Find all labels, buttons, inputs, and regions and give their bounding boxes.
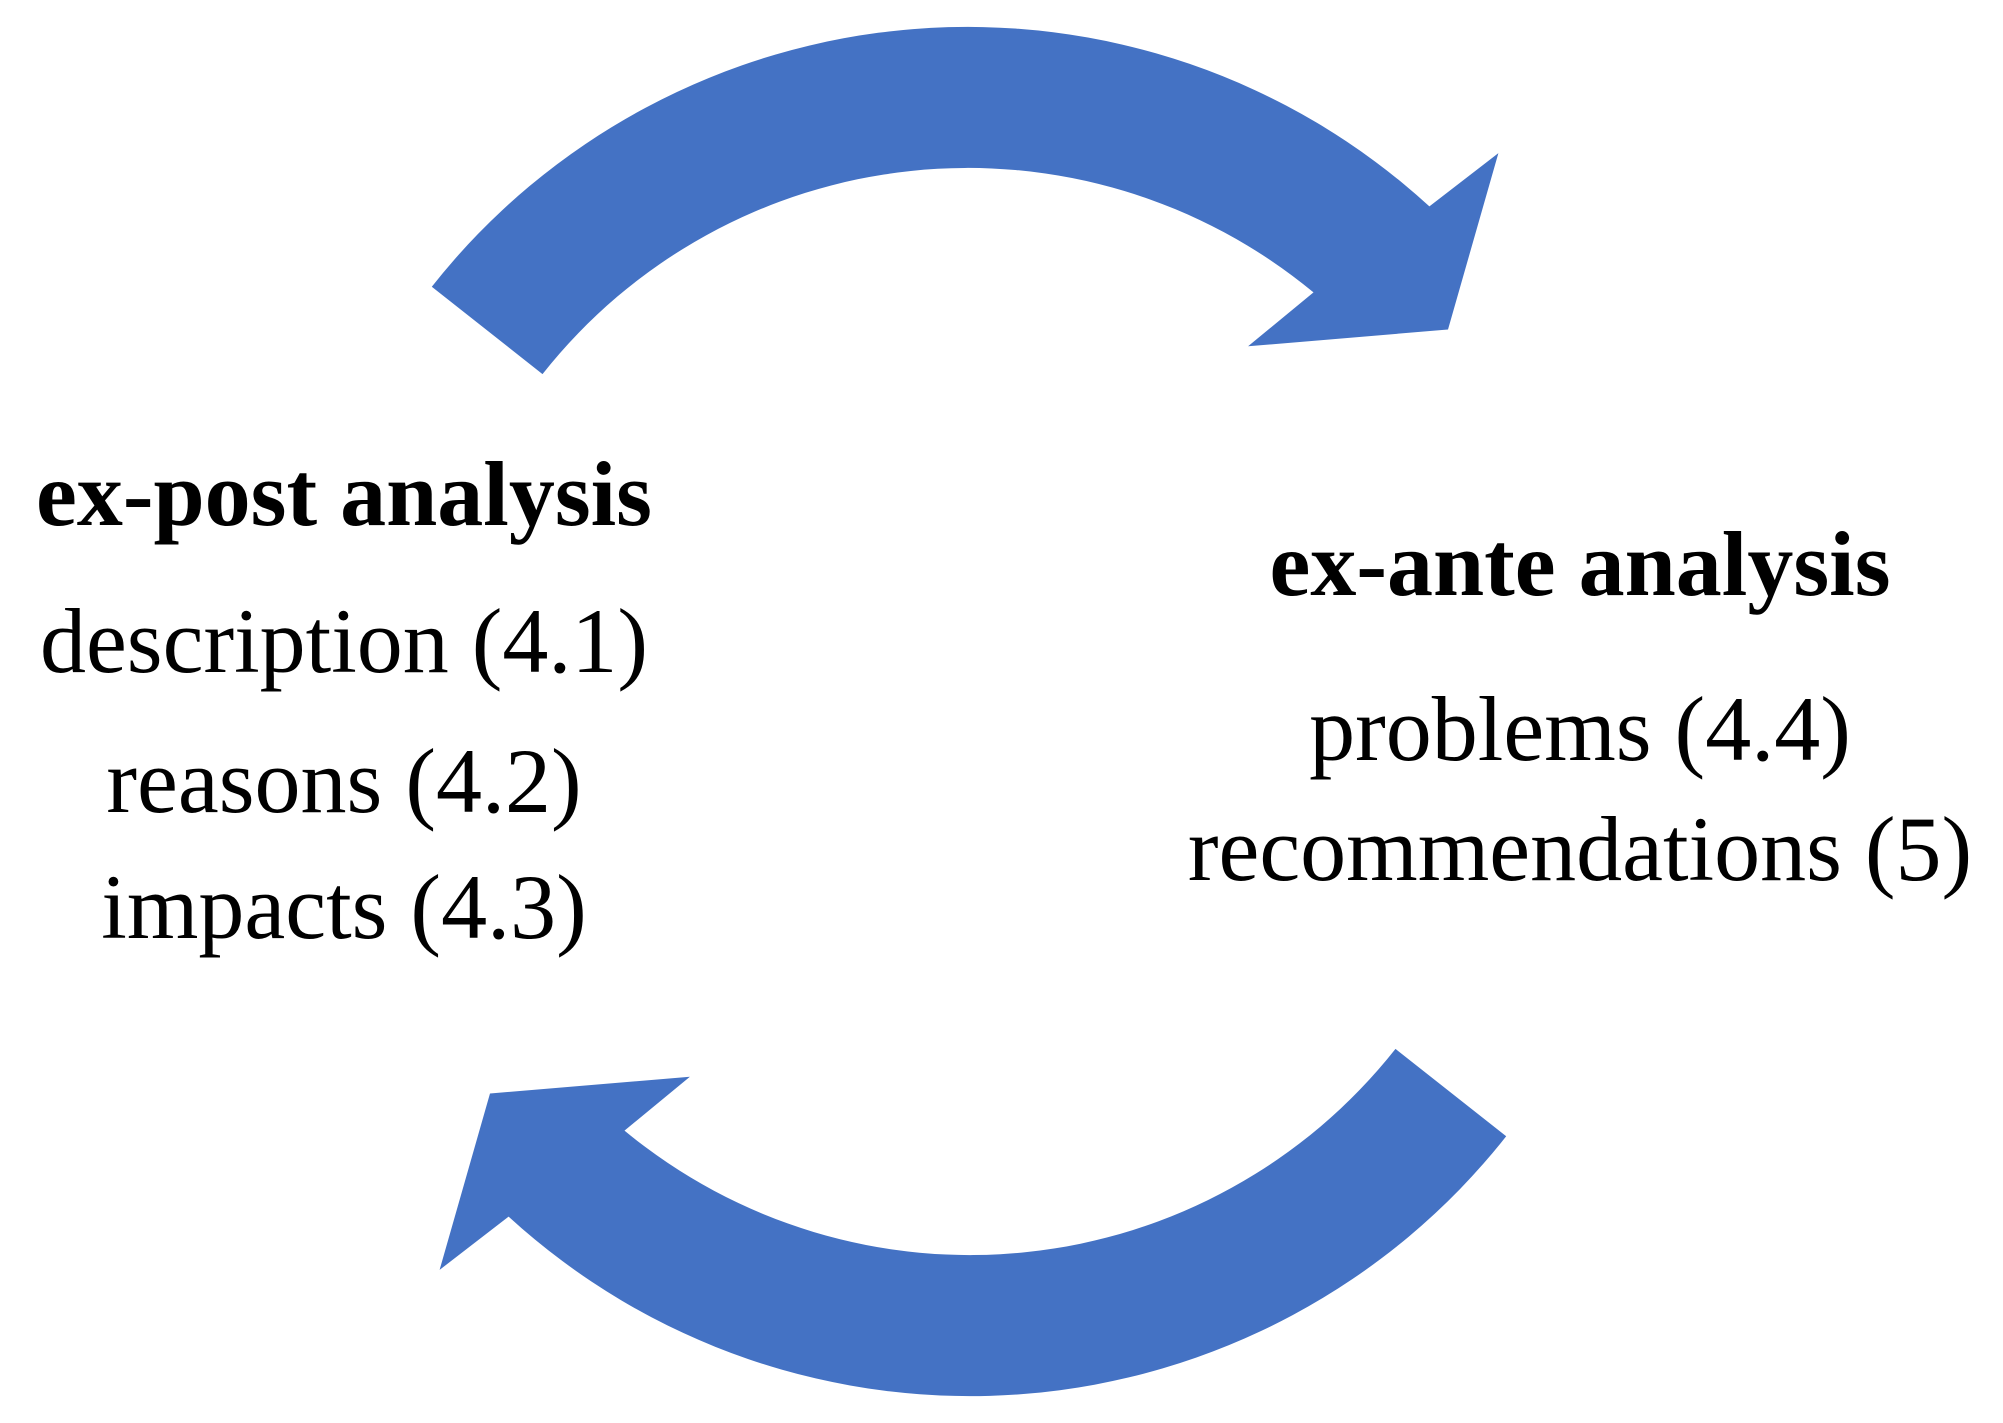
ex-post-item-description: description (4.1) [39, 590, 649, 692]
ex-post-item-impacts: impacts (4.3) [101, 856, 587, 958]
ex-ante-item-recommendations: recommendations (5) [1187, 798, 1973, 900]
ex-post-analysis-heading: ex-post analysis [36, 443, 652, 545]
ex-ante-analysis-heading: ex-ante analysis [1269, 513, 1891, 615]
bottom-curved-arrow-icon [439, 1048, 1507, 1397]
ex-post-item-reasons: reasons (4.2) [106, 730, 582, 832]
ex-ante-item-problems: problems (4.4) [1309, 678, 1851, 780]
top-curved-arrow-icon [431, 26, 1499, 375]
